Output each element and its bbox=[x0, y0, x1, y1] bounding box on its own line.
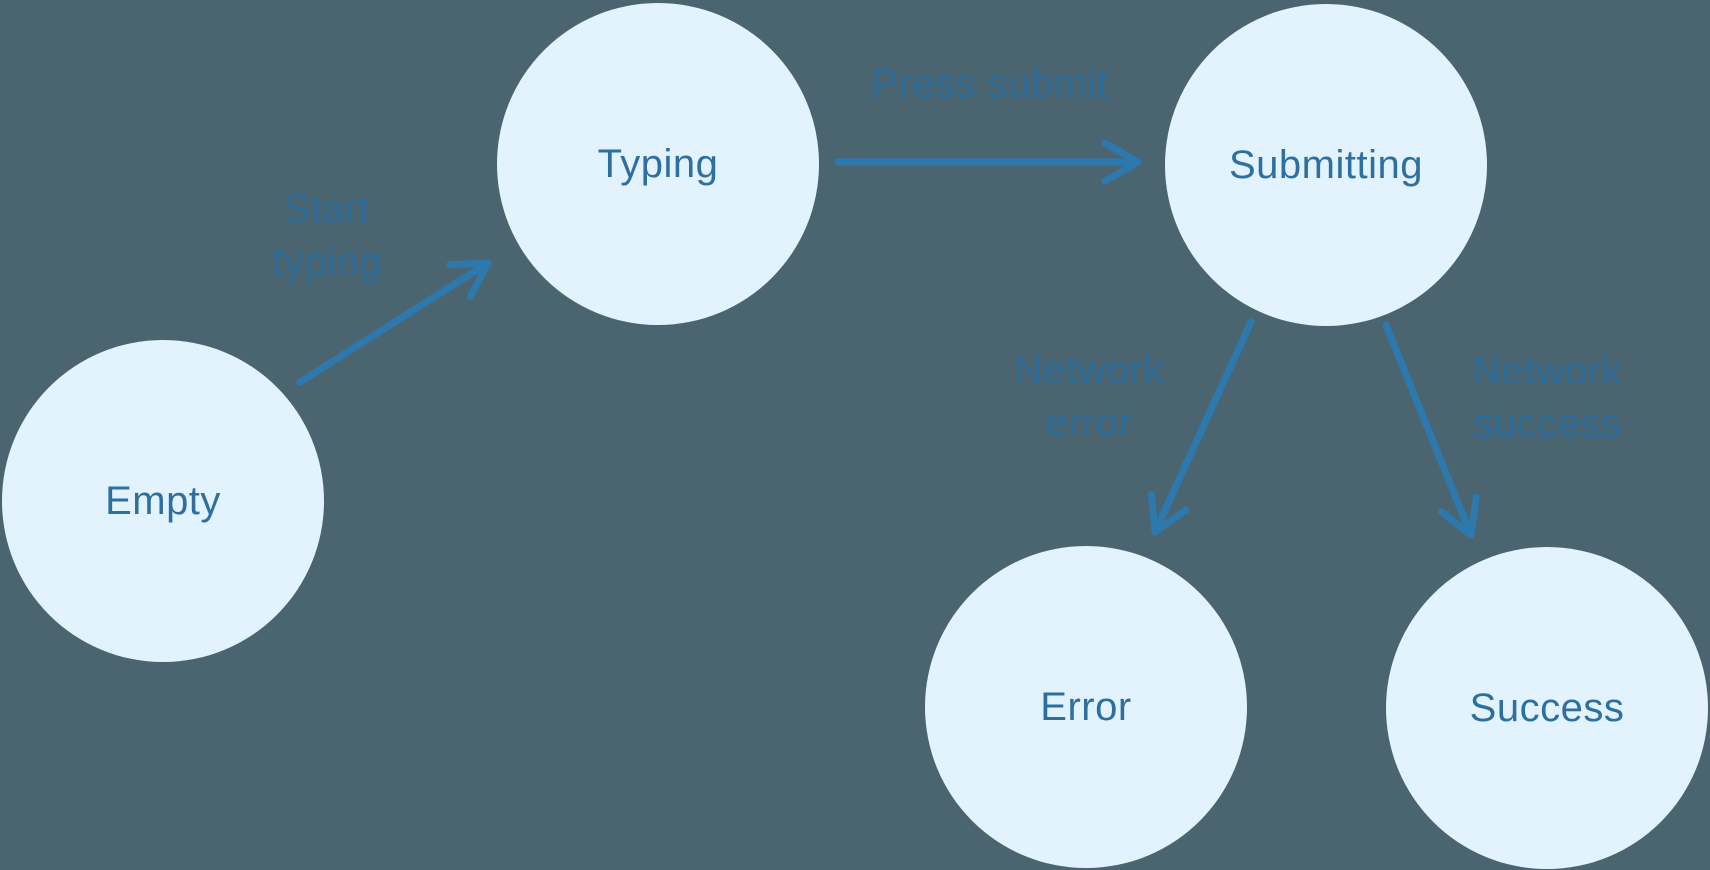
state-node-label: Error bbox=[1040, 684, 1132, 729]
arrow-submitting-to-success bbox=[1382, 321, 1480, 539]
edge-label-network-error: Network error bbox=[1013, 348, 1165, 445]
state-node-label: Success bbox=[1469, 685, 1625, 730]
state-node-submitting: Submitting bbox=[1165, 4, 1487, 326]
state-node-success: Success bbox=[1386, 547, 1708, 869]
state-node-label: Empty bbox=[105, 478, 221, 523]
state-node-label: Typing bbox=[597, 141, 719, 186]
state-node-error: Error bbox=[925, 546, 1247, 868]
edge-label-start-typing: Start typing bbox=[272, 187, 382, 284]
edge-label-press-submit: Press submit bbox=[871, 62, 1109, 106]
arrow-submitting-to-error bbox=[1147, 318, 1255, 536]
arrow-empty-to-typing bbox=[296, 259, 492, 386]
state-node-empty: Empty bbox=[2, 340, 324, 662]
state-node-typing: Typing bbox=[497, 3, 819, 325]
edge-label-network-success: Network success bbox=[1471, 349, 1623, 446]
state-node-label: Submitting bbox=[1229, 142, 1423, 187]
